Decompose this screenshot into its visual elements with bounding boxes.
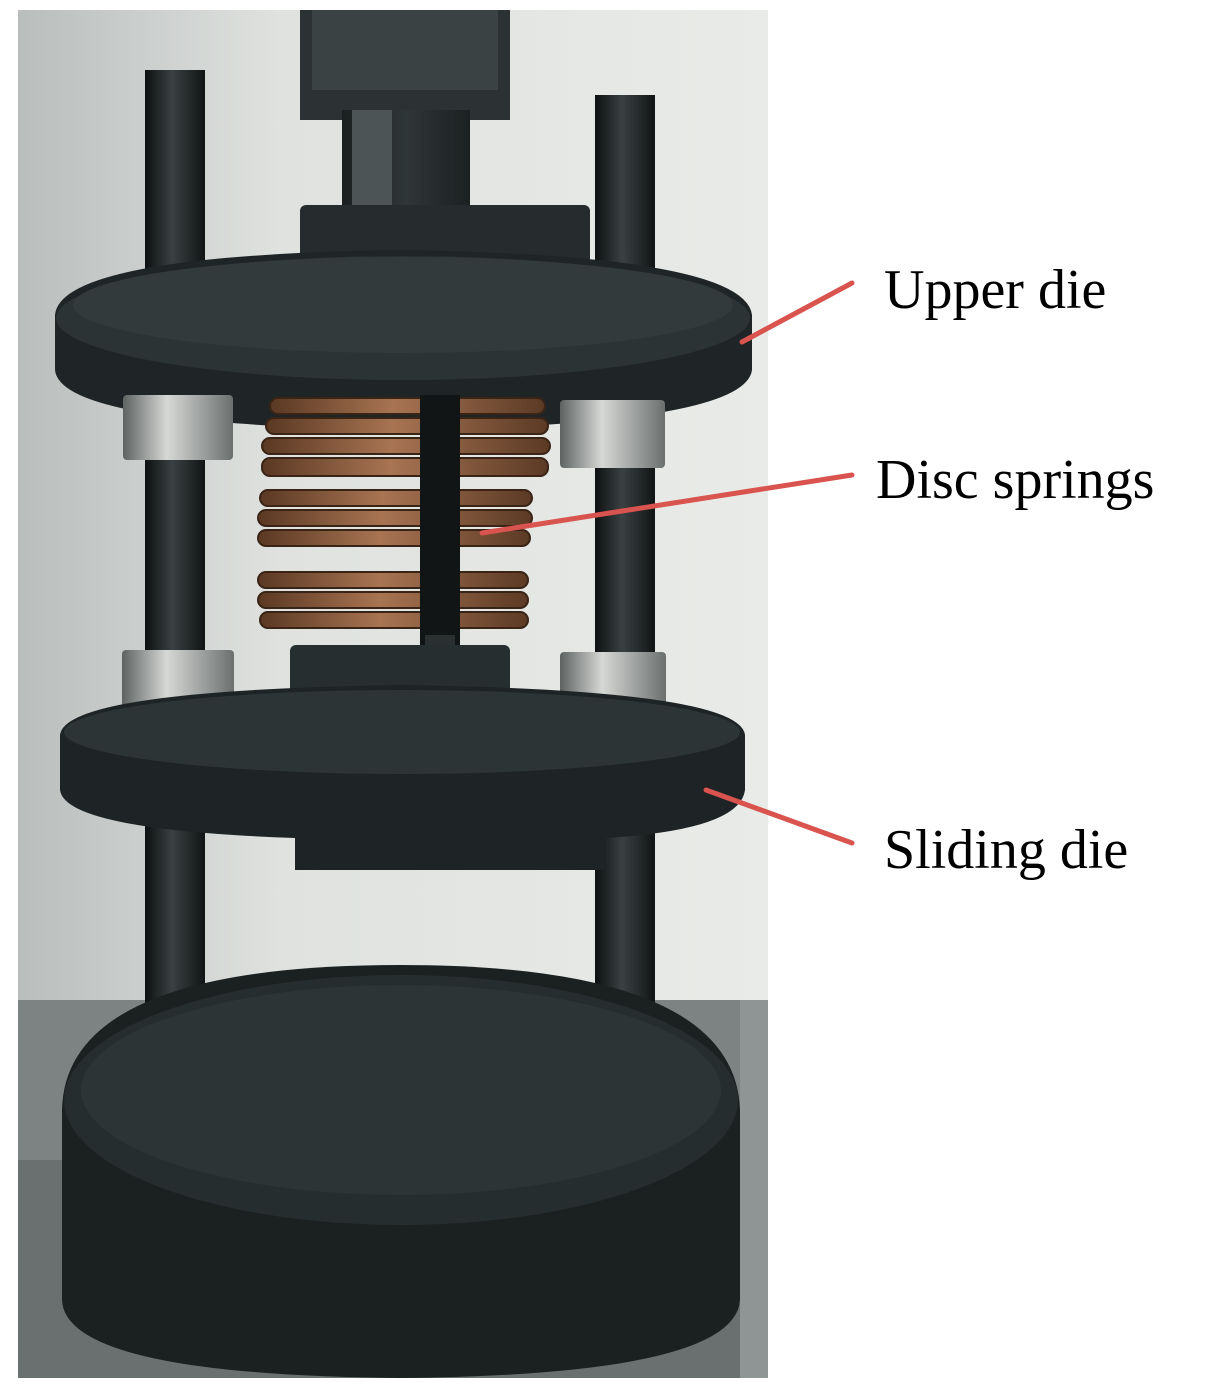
disc-spring-stack (257, 397, 551, 629)
guide-rods (145, 70, 655, 1090)
press-ram (300, 10, 510, 205)
base-plate (62, 965, 740, 1378)
upper-die (55, 205, 752, 430)
label-sliding-die: Sliding die (884, 819, 1129, 881)
leader-line-sliding-die (703, 787, 855, 846)
label-upper-die: Upper die (884, 259, 1107, 321)
leader-line-upper-die (739, 280, 855, 345)
upper-bushings (123, 395, 665, 468)
label-disc-springs: Disc springs (876, 449, 1155, 511)
sliding-die (60, 685, 745, 870)
leader-lines (479, 280, 855, 846)
leader-line-disc-springs (479, 472, 855, 536)
